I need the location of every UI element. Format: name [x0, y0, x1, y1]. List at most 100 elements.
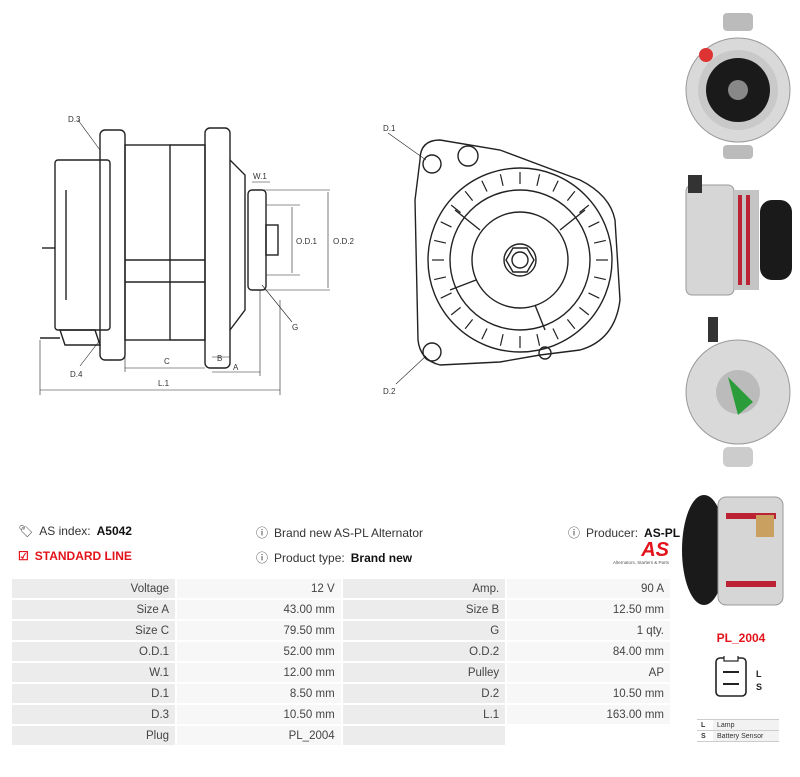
spec-value: 163.00 mm	[507, 705, 670, 724]
spec-value: PL_2004	[177, 726, 341, 745]
spec-label: Plug	[12, 726, 176, 745]
fin-slot	[464, 190, 474, 201]
photo-angled-view[interactable]	[678, 485, 800, 615]
tag-icon: 🏷	[18, 524, 34, 538]
label-od1: O.D.1	[296, 237, 317, 246]
spec-label: O.D.1	[12, 642, 176, 661]
info-icon: ⓘ	[256, 551, 269, 565]
fin-slot	[481, 180, 488, 192]
spec-value: 8.50 mm	[177, 684, 341, 703]
label-b: B	[217, 354, 222, 363]
fin-slot	[588, 221, 600, 228]
fin-slot	[450, 204, 461, 214]
spec-value	[507, 726, 670, 745]
spec-value: 12.50 mm	[507, 600, 670, 619]
spec-value: 12 V	[177, 579, 341, 598]
spec-label: Amp.	[342, 579, 506, 598]
legend-row: L Lamp	[697, 719, 779, 730]
spec-label: Size C	[12, 621, 176, 640]
label-od2: O.D.2	[333, 237, 354, 246]
producer: ⓘ Producer: AS-PL	[568, 525, 681, 541]
spec-label: Size A	[12, 600, 176, 619]
fin-slot	[552, 328, 559, 340]
standard-line-badge: ☑ STANDARD LINE	[18, 549, 132, 563]
fin-slot	[536, 333, 541, 346]
photo-rear-view[interactable]	[678, 307, 800, 477]
label-w1: W.1	[253, 172, 267, 181]
spec-label	[342, 726, 506, 745]
fin-slot	[440, 292, 452, 299]
label-d3: D.3	[68, 115, 81, 124]
producer-value: AS-PL	[644, 525, 681, 540]
spec-label: L.1	[342, 705, 506, 724]
label-a: A	[233, 363, 239, 372]
fin-slot	[579, 306, 590, 316]
product-type-value: Brand new	[350, 550, 413, 565]
info-icon: ⓘ	[256, 526, 269, 540]
spec-label: W.1	[12, 663, 176, 682]
spec-label: Pulley	[342, 663, 506, 682]
fin-slot	[464, 319, 474, 330]
photo-side-view[interactable]	[678, 165, 800, 305]
label-c: C	[164, 357, 170, 366]
plug-pin-l: L	[756, 669, 762, 679]
info-icon: ⓘ	[568, 526, 581, 540]
spec-value: 79.50 mm	[177, 621, 341, 640]
label-d2: D.2	[383, 387, 396, 396]
spec-value: 52.00 mm	[177, 642, 341, 661]
description: ⓘ Brand new AS-PL Alternator	[256, 525, 423, 541]
fin-slot	[450, 306, 461, 316]
legend-row: S Battery Sensor	[697, 730, 779, 742]
spec-value: 10.50 mm	[507, 684, 670, 703]
label-g: G	[292, 323, 298, 332]
plug-pin-s: S	[756, 682, 762, 692]
fin-slot	[552, 180, 559, 192]
as-pl-logo: AS Alternators, Starters & Parts	[612, 539, 669, 565]
spec-value: 10.50 mm	[177, 705, 341, 724]
spec-value: 1 qty.	[507, 621, 670, 640]
technical-drawing: D.3 D.4 W.1 O.D.1 O.D.2 G C B A L.1 D.1 …	[39, 115, 621, 396]
fin-slot	[566, 190, 576, 201]
plug-legend: L Lamp S Battery Sensor	[697, 719, 779, 742]
plug-name: PL_2004	[716, 631, 766, 645]
fin-slot	[536, 174, 541, 187]
spec-value: 43.00 mm	[177, 600, 341, 619]
spec-label: D.3	[12, 705, 176, 724]
spec-label: D.1	[12, 684, 176, 703]
fin-slot	[434, 239, 447, 244]
spec-label: G	[342, 621, 506, 640]
fin-slot	[566, 319, 576, 330]
as-index-value: A5042	[96, 524, 132, 538]
spec-label: Voltage	[12, 579, 176, 598]
spec-value: 12.00 mm	[177, 663, 341, 682]
spec-label: Size B	[342, 600, 506, 619]
label-l1: L.1	[158, 379, 170, 388]
fin-slot	[434, 276, 447, 281]
spec-label: D.2	[342, 684, 506, 703]
fin-slot	[593, 276, 606, 281]
spec-label: O.D.2	[342, 642, 506, 661]
fin-slot	[481, 328, 488, 340]
product-type: ⓘ Product type: Brand new	[256, 550, 413, 566]
as-index: 🏷 AS index: A5042	[18, 524, 132, 538]
fin-slot	[499, 333, 504, 346]
fin-slot	[588, 292, 600, 299]
plug-diagram: L S	[715, 656, 762, 697]
fin-slot	[440, 221, 452, 228]
check-square-icon: ☑	[18, 549, 29, 563]
spec-value: AP	[507, 663, 670, 682]
photo-front-view[interactable]	[678, 5, 800, 163]
spec-value: 84.00 mm	[507, 642, 670, 661]
fin-slot	[593, 239, 606, 244]
fin-slot	[579, 204, 590, 214]
spec-value: 90 A	[507, 579, 670, 598]
